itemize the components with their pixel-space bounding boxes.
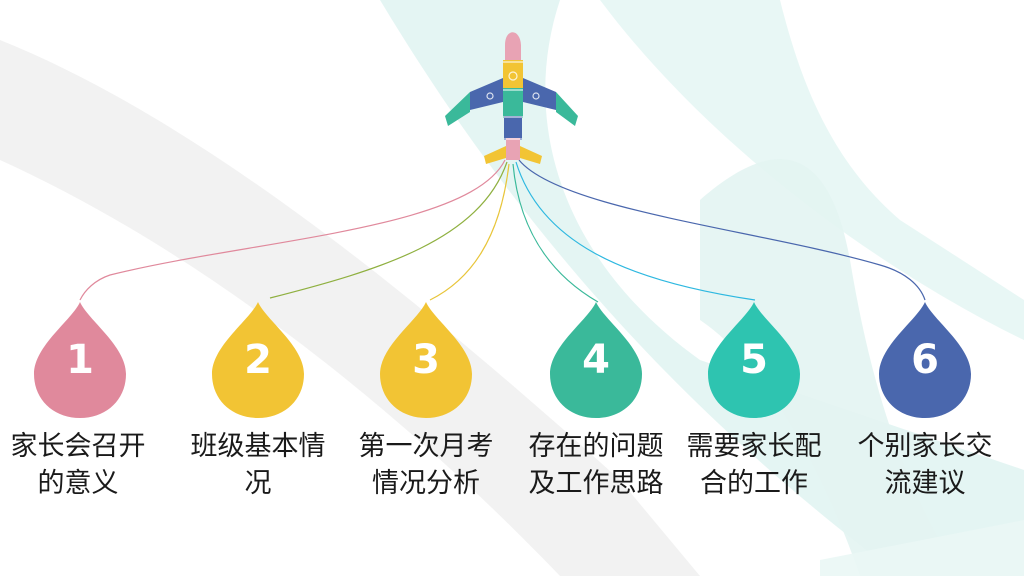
connector-line-3 <box>429 163 510 301</box>
connector-line-5 <box>515 161 756 301</box>
item-drop-6: 6 <box>875 300 975 420</box>
drop-shape-icon <box>34 302 126 418</box>
drop-shape-icon <box>550 302 642 418</box>
item-drop-1: 1 <box>30 300 130 420</box>
connector-line-6 <box>518 159 926 301</box>
item-label-3: 第一次月考情况分析 <box>358 431 494 499</box>
item-number: 5 <box>740 337 768 383</box>
item-drop-5: 5 <box>704 300 804 420</box>
item-label-2: 班级基本情况 <box>190 431 326 499</box>
item-drop-4: 4 <box>546 300 646 420</box>
drop-shape-icon <box>708 302 800 418</box>
connector-line-1 <box>79 159 506 301</box>
item-number: 4 <box>582 337 610 383</box>
connector-line-4 <box>512 163 599 303</box>
item-label-1: 家长会召开的意义 <box>10 431 146 499</box>
item-label-6: 个别家长交流建议 <box>857 431 993 499</box>
item-number: 6 <box>911 337 939 383</box>
item-number: 3 <box>412 337 440 383</box>
item-drop-2: 2 <box>208 300 308 420</box>
drop-shape-icon <box>879 302 971 418</box>
drop-shape-icon <box>380 302 472 418</box>
item-label-4: 存在的问题及工作思路 <box>528 431 664 499</box>
drop-shape-icon <box>212 302 304 418</box>
item-drop-3: 3 <box>376 300 476 420</box>
connector-line-2 <box>269 161 508 299</box>
item-number: 1 <box>66 337 94 383</box>
item-label-5: 需要家长配合的工作 <box>686 431 822 499</box>
item-number: 2 <box>244 337 272 383</box>
